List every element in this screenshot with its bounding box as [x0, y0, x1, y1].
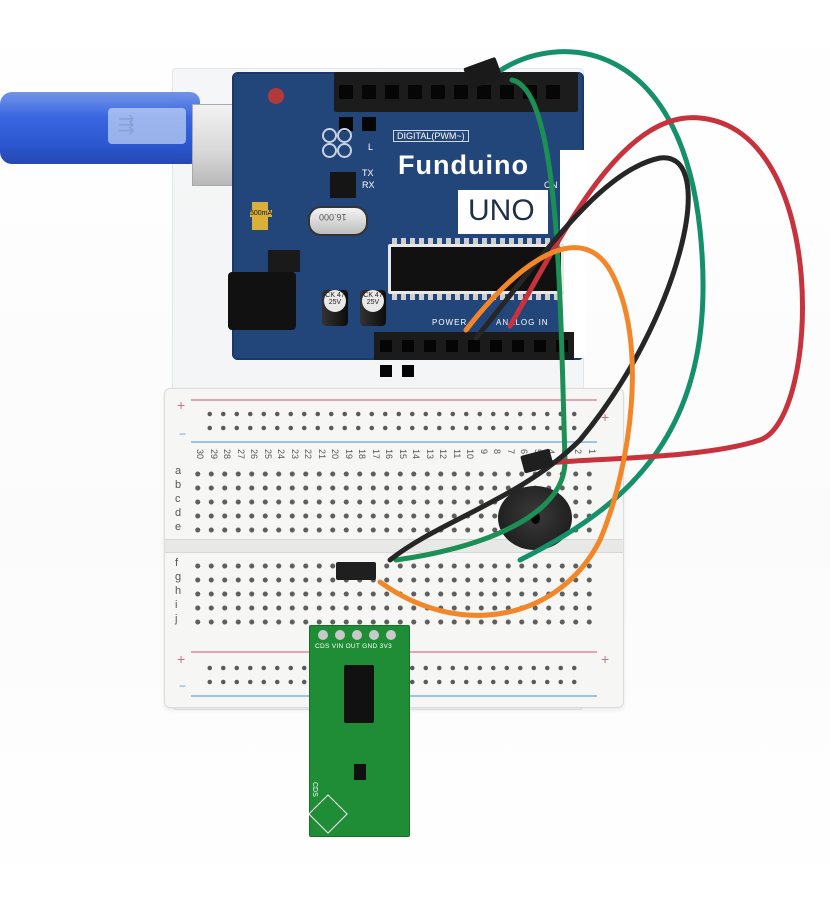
header-connector-top [463, 57, 503, 89]
sensor-pin-labels: CDS VIN OUT GND 3V3 [315, 643, 393, 650]
center-channel [165, 539, 623, 553]
dc-power-jack [228, 272, 296, 330]
row-label-h: h [175, 585, 182, 597]
reset-button [268, 88, 284, 104]
buzzer-wire-connector [520, 448, 554, 474]
usb-interface-chip [330, 172, 356, 198]
led-l-label: L [368, 142, 374, 152]
rail-plus-symbol: + [601, 651, 610, 667]
usb-cable-grip [108, 108, 186, 144]
rail-plus-symbol: + [601, 409, 610, 425]
row-label-b: b [175, 479, 182, 491]
rail-plus-symbol: + [177, 397, 186, 413]
led-tx-label: TX [362, 168, 374, 178]
board-model-label: UNO [468, 194, 535, 227]
fuse-label: 500mA [250, 210, 273, 217]
icsp-header [322, 128, 352, 158]
row-label-e: e [175, 521, 182, 533]
row-label-a: a [175, 465, 182, 477]
capacitor-1-label: CK 47 25V [324, 290, 346, 312]
crystal-oscillator [308, 206, 368, 236]
wire-red [507, 115, 805, 467]
mcu-pins-bottom [392, 294, 562, 300]
rail-minus-symbol: − [179, 427, 187, 441]
row-label-g: g [175, 571, 182, 583]
row-label-d: d [175, 507, 182, 519]
sensor-rf-transistor [354, 764, 366, 780]
sensor-pin-headers [318, 630, 400, 642]
top-power-rail [171, 393, 617, 443]
rail-plus-symbol: + [177, 651, 186, 667]
wire-green-2 [393, 77, 568, 563]
usb-logo-icon: ⇶ [118, 114, 135, 136]
digital-pwm-label: DIGITAL(PWM~) [393, 130, 469, 142]
row-label-i: i [175, 599, 178, 611]
buzzer-sound-hole [531, 512, 540, 524]
radar-sensor-module [309, 625, 410, 837]
wire-green-1 [495, 49, 706, 563]
board-brand-label: Funduino [398, 150, 529, 180]
wire-black [387, 155, 691, 563]
power-header-label: POWER [432, 318, 468, 327]
terminal-strip-f-j [191, 559, 596, 629]
led-rx-label: RX [362, 180, 375, 190]
sensor-wire-connector [336, 562, 376, 580]
wire-orange [377, 245, 635, 618]
analog-header-label: ANALOG IN [496, 318, 549, 327]
uno-logo-box [458, 190, 548, 234]
rail-minus-symbol: − [179, 679, 187, 693]
row-label-f: f [175, 557, 179, 569]
mcu-pins-top [392, 238, 562, 244]
board-edge-cutout [560, 150, 586, 358]
row-label-j: j [175, 613, 178, 625]
row-label-c: c [175, 493, 181, 505]
voltage-regulator [268, 250, 300, 272]
capacitor-2-label: CK 47 25V [362, 290, 384, 312]
sensor-ic-chip [344, 665, 374, 723]
